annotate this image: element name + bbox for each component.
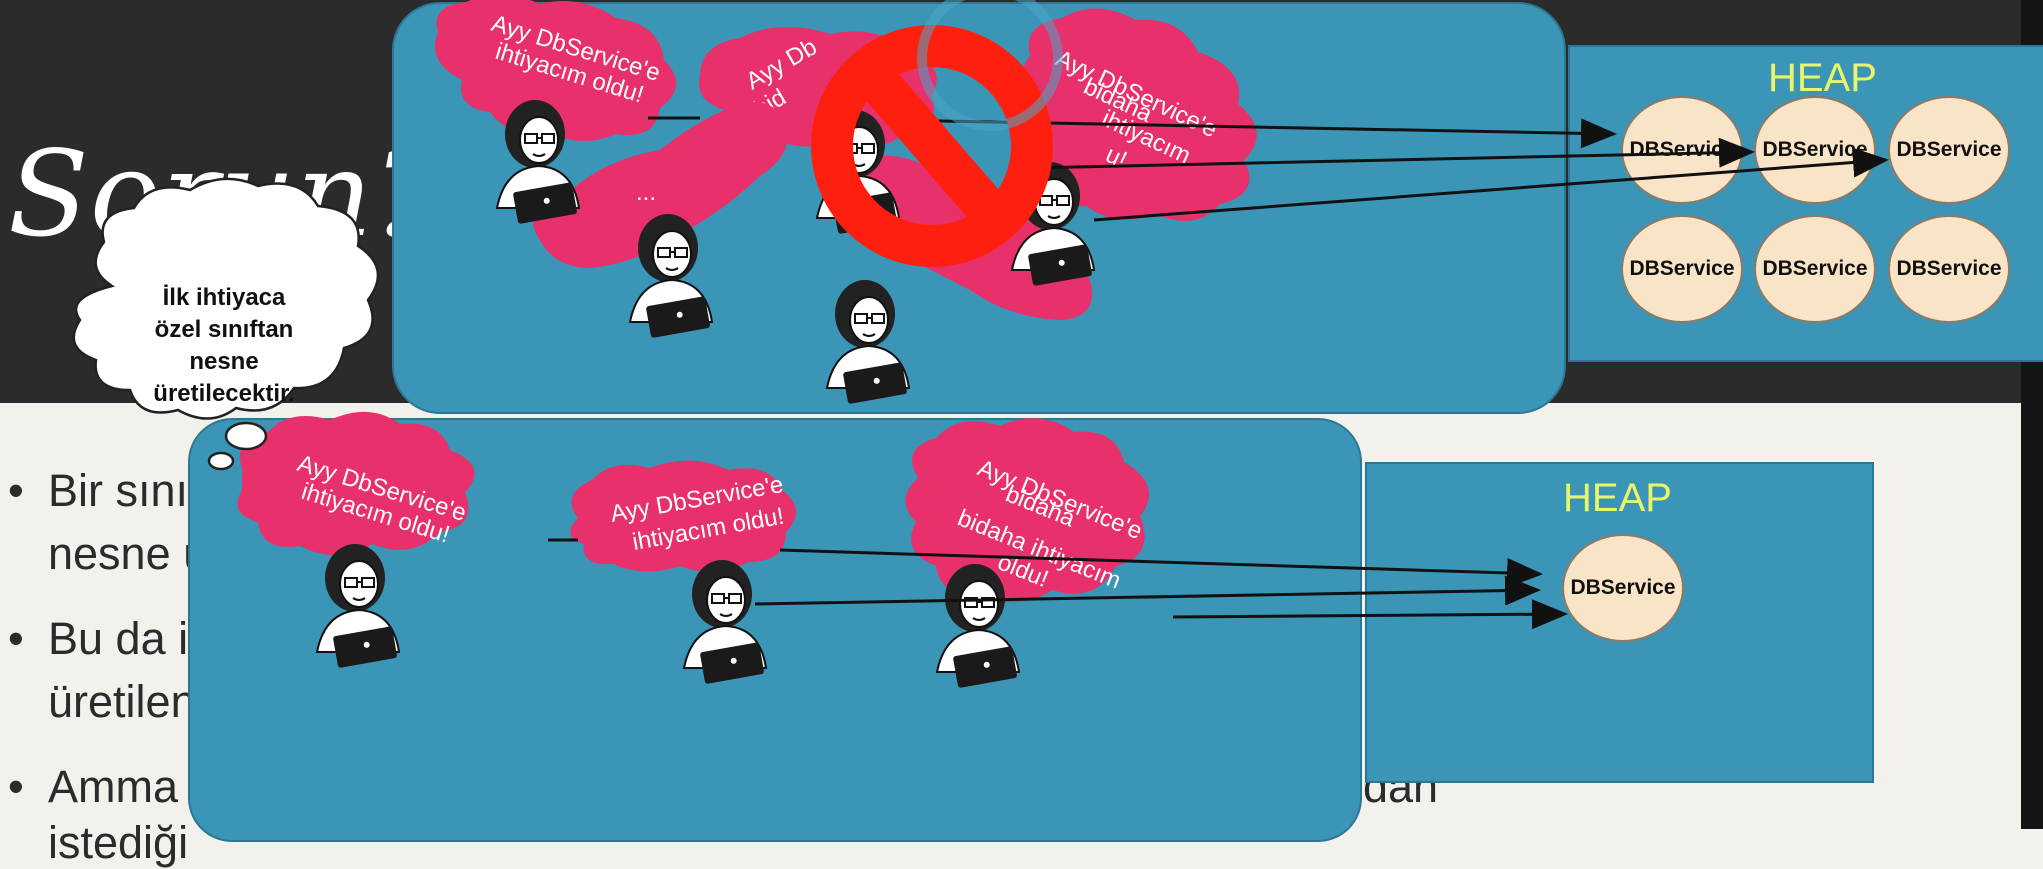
- bottom-heap-object: DBService: [1562, 534, 1684, 642]
- top-bubble-4-dots: ...: [636, 179, 656, 206]
- bullet-2-line-2: üretilen: [48, 676, 196, 727]
- top-heap-label: HEAP: [1768, 56, 1877, 100]
- bullet-2-line-1: •Bu da i: [8, 613, 189, 664]
- bottom-speech-bubble-2: Ayy DbService'e ihtiyacım oldu!: [570, 460, 797, 573]
- bottom-person-2: [683, 559, 767, 686]
- top-person-4: [826, 279, 910, 406]
- top-speech-bubble-1: Ayy DbService'e ihtiyacım oldu!: [435, 0, 677, 142]
- bullet-3-line-1: •Amma: [8, 761, 179, 812]
- top-person-2: [629, 213, 713, 340]
- top-speech-bubble-4: ...: [533, 101, 788, 268]
- bottom-arrows: [548, 538, 1568, 630]
- top-heap-object-3: DBService: [1888, 96, 2010, 204]
- bottom-person-1: [316, 543, 400, 670]
- top-heap-object-5: DBService: [1754, 215, 1876, 323]
- callout-line-4: üretilecektir.: [153, 380, 294, 407]
- bottom-speech-bubble-3: Ayy DbService'e bidaha bidaha ihtiyacım …: [905, 418, 1149, 603]
- top-heap-object-6: DBService: [1888, 215, 2010, 323]
- bottom-speech-bubble-1: Ayy DbService'e ihtiyacım oldu!: [237, 411, 475, 556]
- bottom-heap-label: HEAP: [1563, 476, 1672, 520]
- prohibition-sign-icon: [811, 0, 1063, 267]
- diagram-overlay: Ayy DbService'e ihtiyacım oldu! Ayy DbSe…: [72, 0, 1889, 690]
- top-heap-object-4: DBService: [1621, 215, 1743, 323]
- thought-cloud-callout: İlk ihtiyaca özel sınıftan nesne üretile…: [72, 177, 380, 471]
- callout-line-2: özel sınıftan: [155, 316, 294, 343]
- bullet-1-line-2: nesne ü: [48, 528, 209, 579]
- callout-line-3: nesne: [189, 348, 258, 375]
- bullet-1-line-1: •Bir sınıf: [8, 465, 201, 516]
- callout-line-1: İlk ihtiyaca: [163, 284, 286, 311]
